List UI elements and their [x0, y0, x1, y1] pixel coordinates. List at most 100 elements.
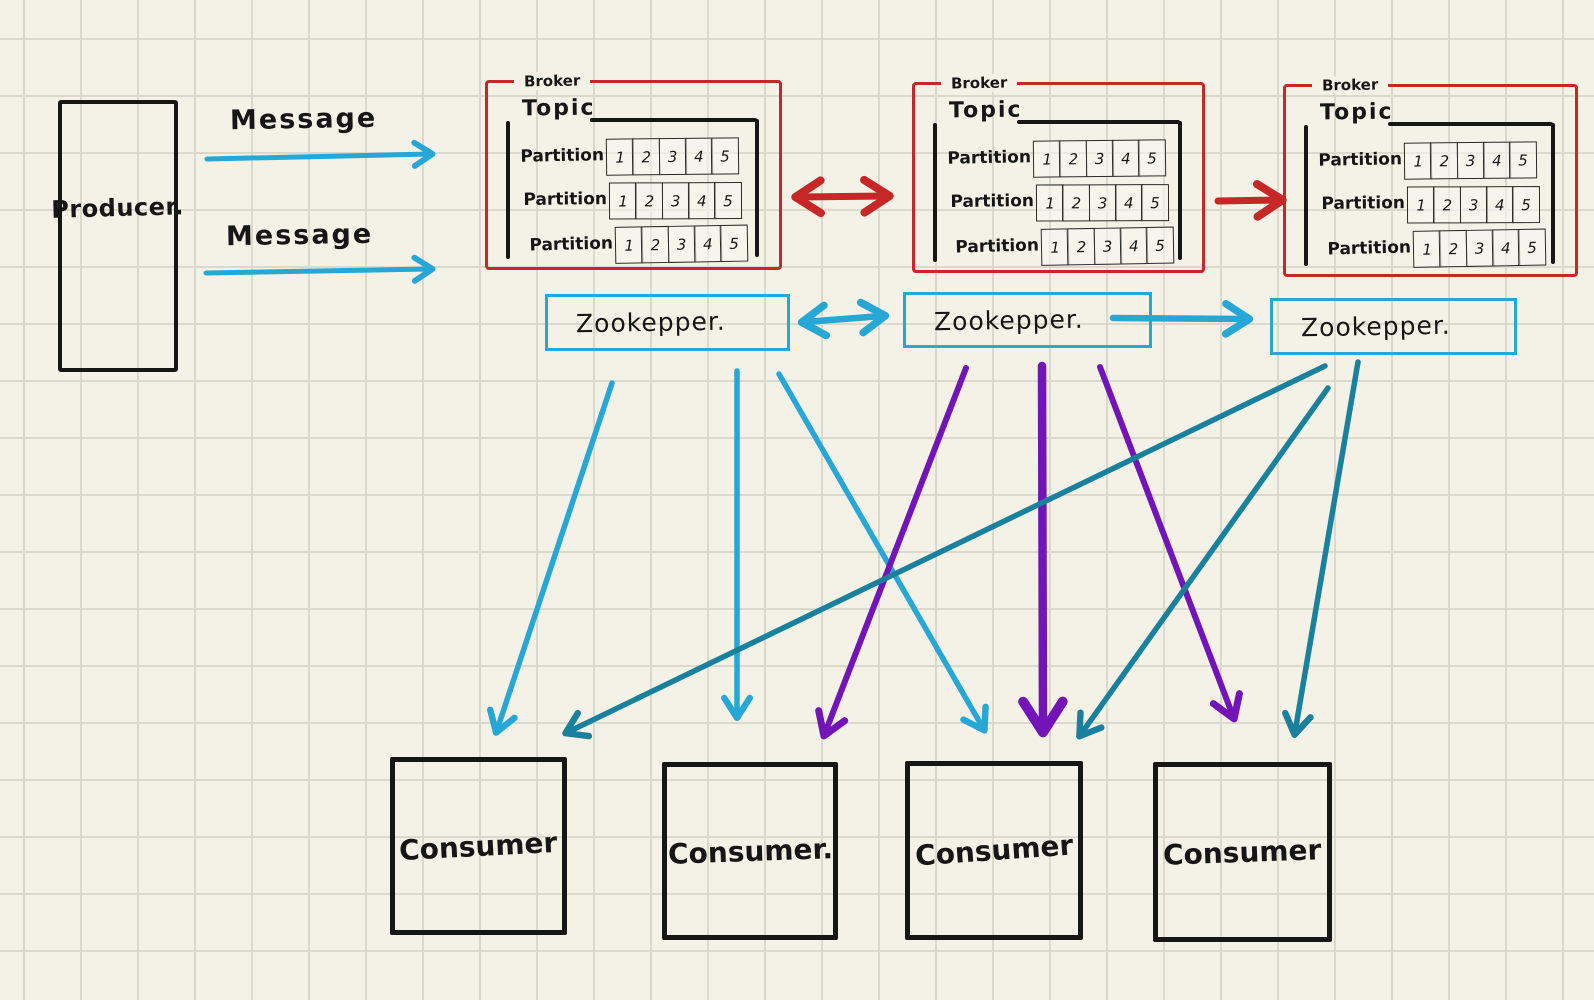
partition-cell: 3	[658, 137, 687, 175]
topic-rule-right	[1551, 123, 1555, 264]
partition-label: Partition	[1318, 149, 1403, 171]
broker-box-label-2: Broker	[940, 73, 1018, 93]
partition-cell: 1	[1412, 229, 1442, 268]
partition-cell: 5	[1137, 138, 1167, 177]
partition-cell: 3	[1456, 141, 1485, 179]
partition-cell: 4	[1111, 139, 1141, 177]
consumer-node-2: Consumer.	[662, 762, 838, 940]
topic-rule-topic	[1388, 122, 1553, 126]
partition-cell: 5	[1140, 183, 1170, 221]
zookeeper-node-1: Zookepper.	[545, 294, 790, 351]
partition-cell: 1	[1033, 139, 1062, 178]
edge-zk3-c4	[1282, 359, 1361, 738]
edge-zk2-c3	[1018, 361, 1068, 738]
partition-cell: 3	[1085, 139, 1114, 177]
partition-cell: 5	[1511, 185, 1541, 223]
edge-msg-1	[204, 139, 436, 169]
partition-cell: 3	[1093, 226, 1122, 265]
partition-cell: 2	[632, 137, 661, 175]
partition-cell: 4	[1491, 228, 1521, 266]
partition-cell: 2	[1059, 139, 1088, 177]
partition-cell: 1	[1407, 185, 1436, 224]
consumer-label-2: Consumer.	[667, 831, 833, 871]
partition-cell: 1	[614, 225, 644, 264]
partition-cell: 3	[1465, 228, 1494, 267]
consumer-label-4: Consumer	[1162, 832, 1323, 872]
zookeeper-node-3: Zookepper.	[1270, 298, 1517, 355]
partition-cell: 5	[1508, 140, 1538, 179]
partition-label: Partition	[950, 191, 1035, 212]
partition-cell: 3	[667, 224, 696, 263]
partition-cell: 1	[1404, 141, 1433, 180]
partition-cell: 1	[606, 137, 635, 176]
partition-cell: 2	[641, 225, 670, 263]
edge-zk2-c2	[815, 365, 969, 740]
consumer-label-3: Consumer	[913, 828, 1075, 873]
partition-label: Partition	[1327, 237, 1412, 260]
topic-rule-left	[933, 123, 937, 262]
topic-rule-right	[755, 119, 759, 257]
edge-zk1-c3	[776, 371, 989, 734]
partition-cell: 4	[1119, 226, 1149, 264]
zookeeper-label-1: Zookepper.	[575, 306, 726, 339]
partition-cell: 2	[1067, 227, 1096, 265]
edge-zk3-c3	[1076, 385, 1331, 740]
broker-box-label-1: Broker	[513, 71, 591, 91]
partition-label: Partition	[529, 233, 614, 256]
partition-cell: 4	[1114, 183, 1143, 221]
partition-cell: 5	[710, 136, 740, 175]
edge-zk2-c4	[1097, 364, 1243, 723]
topic-rule-topic	[1017, 120, 1180, 124]
partition-cell: 1	[1036, 183, 1065, 222]
partition-cell: 5	[1145, 226, 1175, 264]
producer-label: Producer.	[50, 192, 184, 224]
producer-node: Producer.	[51, 100, 184, 372]
broker-box-label-3: Broker	[1311, 75, 1389, 95]
edge-zk1-zk2	[797, 298, 890, 340]
partition-cell: 2	[635, 181, 664, 219]
consumer-label-1: Consumer	[398, 825, 559, 867]
partition-label: Partition	[1321, 193, 1406, 214]
partition-cell: 3	[661, 181, 690, 219]
edge-broker2-broker3	[1214, 180, 1287, 221]
partition-cell: 2	[1433, 185, 1462, 223]
topic-label-1: Topic	[521, 95, 596, 122]
partition-label: Partition	[520, 145, 605, 167]
zookeeper-label-2: Zookepper.	[933, 304, 1084, 336]
partition-cell: 4	[1482, 141, 1512, 179]
consumer-node-3: Consumer	[905, 761, 1083, 940]
topic-rule-right	[1178, 121, 1182, 260]
edge-broker1-broker2	[791, 175, 894, 218]
edge-zk1-c1	[487, 380, 615, 736]
partition-cell: 2	[1439, 229, 1468, 267]
partition-cell: 4	[693, 224, 723, 262]
partition-label: Partition	[955, 235, 1040, 258]
partition-cell: 4	[687, 181, 716, 219]
partition-cell: 4	[1485, 185, 1514, 223]
consumer-node-1: Consumer	[390, 757, 567, 935]
zookeeper-node-2: Zookepper.	[903, 292, 1152, 348]
partition-cell: 1	[609, 181, 638, 220]
partition-label: Partition	[523, 189, 608, 210]
zookeeper-label-3: Zookepper.	[1300, 310, 1451, 343]
